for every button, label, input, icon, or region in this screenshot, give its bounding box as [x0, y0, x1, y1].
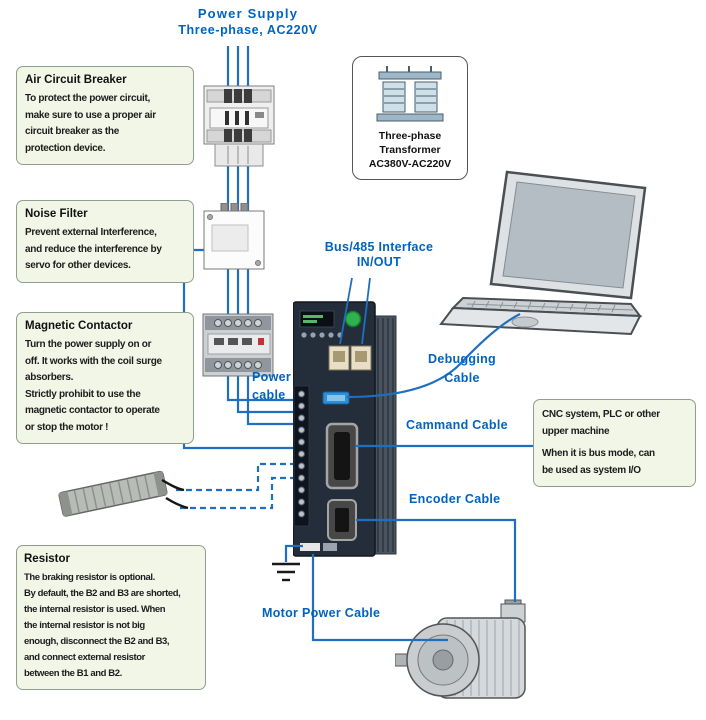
label-line: Power — [252, 370, 292, 384]
callout-line: or stop the motor ! — [25, 421, 109, 433]
wire-bus-in-pointer — [339, 277, 353, 345]
label-encoder-cable: Encoder Cable — [409, 492, 501, 506]
callout-line: and connect external resistor — [24, 652, 145, 663]
wire-resistor-b2-dashed — [180, 476, 299, 510]
wire-encoder-cable — [356, 518, 517, 602]
callout-line: To protect the power circuit, — [25, 93, 151, 104]
label-line: Bus/485 Interface — [324, 240, 434, 254]
callout-line: upper machine — [542, 425, 610, 437]
servo-drive-device — [293, 301, 397, 557]
servo-green-button — [344, 310, 362, 328]
label-command-cable: Cammand Cable — [406, 418, 508, 432]
callout-line: servo for other devices. — [25, 260, 131, 271]
callout-line: off. It works with the coil surge — [25, 355, 162, 367]
callout-line: between the B1 and B2. — [24, 668, 122, 679]
laptop-trackpad — [511, 316, 539, 328]
label-line: cable — [252, 388, 286, 402]
transformer-label-line: AC380V-AC220V — [368, 158, 452, 170]
callout-line: the internal resistor is not big — [24, 620, 145, 631]
callout-line: be used as system I/O — [542, 464, 641, 476]
callout-title: Air Circuit Breaker — [25, 74, 127, 86]
callout-line: By default, the B2 and B3 are shorted, — [24, 588, 181, 599]
title-line: Three-phase, AC220V — [178, 23, 318, 37]
callout-line: make sure to use a proper air — [25, 109, 156, 121]
callout-noise-filter: Noise Filter Prevent external Interferen… — [16, 200, 194, 283]
callout-line: the internal resistor is used. When — [24, 604, 166, 615]
callout-title: Noise Filter — [25, 208, 88, 220]
callout-line: protection device. — [25, 142, 106, 154]
transformer-icon — [376, 66, 444, 122]
wire-ground — [284, 544, 303, 562]
label-line: Debugging — [428, 352, 496, 366]
wire-phase-l2 — [236, 46, 299, 414]
wire-phase-l3 — [246, 46, 299, 426]
callout-cnc-system: CNC system, PLC or other upper machine W… — [533, 399, 696, 487]
label-bus-interface: Bus/485 Interface IN/OUT — [306, 240, 452, 270]
label-power-cable: Power cable — [252, 370, 291, 403]
label-debugging-cable: Debugging Cable — [418, 352, 506, 386]
callout-line: enough, disconnect the B2 and B3, — [24, 636, 170, 647]
title-line: Power Supply — [197, 6, 299, 21]
transformer-label-line: Transformer — [379, 144, 441, 156]
label-line: IN/OUT — [356, 255, 402, 269]
servo-motor-device — [395, 599, 526, 699]
callout-title: Resistor — [24, 553, 71, 565]
transformer-box: Three-phase Transformer AC380V-AC220V — [352, 56, 468, 180]
laptop-device — [439, 170, 647, 336]
callout-title: Magnetic Contactor — [25, 320, 133, 332]
ground-symbol-icon — [272, 562, 300, 582]
callout-line: Turn the power supply on or — [25, 339, 152, 350]
label-line: Cable — [444, 371, 480, 385]
callout-air-circuit-breaker: Air Circuit Breaker To protect the power… — [16, 66, 194, 165]
resistor-lead-wires — [161, 478, 189, 510]
noise-filter-device — [203, 203, 265, 270]
wire-motor-power-cable — [311, 554, 448, 642]
callout-line: When it is bus mode, can — [542, 448, 655, 459]
wire-bus-out-pointer — [361, 277, 371, 345]
power-supply-title: Power Supply Three-phase, AC220V — [126, 6, 370, 38]
callout-line: magnetic contactor to operate — [25, 405, 160, 416]
callout-line: absorbers. — [25, 372, 74, 383]
label-motor-power-cable: Motor Power Cable — [262, 606, 381, 620]
callout-line: Strictly prohibit to use the — [25, 388, 141, 400]
transformer-label-line: Three-phase — [378, 130, 442, 142]
callout-line: CNC system, PLC or other — [542, 409, 660, 420]
magnetic-contactor-device — [202, 313, 274, 377]
callout-line: The braking resistor is optional. — [24, 572, 155, 583]
circuit-breaker-device — [203, 85, 275, 167]
callout-line: and reduce the interference by — [25, 243, 162, 255]
callout-resistor: Resistor The braking resistor is optiona… — [16, 545, 206, 690]
wire-debugging-cable — [346, 313, 521, 399]
braking-resistor-device — [58, 470, 168, 517]
wire-resistor-b1-dashed — [176, 462, 299, 492]
callout-line: Prevent external Interference, — [25, 227, 157, 238]
callout-line: circuit breaker as the — [25, 126, 120, 137]
callout-magnetic-contactor: Magnetic Contactor Turn the power supply… — [16, 312, 194, 444]
